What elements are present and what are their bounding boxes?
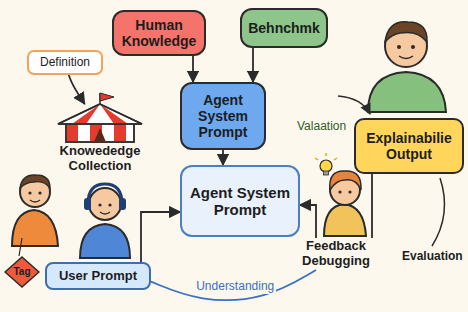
node-text: Agent System Prompt	[188, 184, 292, 219]
output-box: Explainabilie Output	[354, 118, 464, 174]
node-text: Behnchmk	[248, 20, 320, 36]
man-figure	[368, 22, 446, 112]
evaluation-label: Evaluation	[402, 250, 463, 264]
connector	[222, 150, 224, 165]
node-text: Tag	[13, 266, 30, 278]
node-text: Human Knowledge	[120, 17, 198, 49]
knowledge-box: Human Knowledge	[112, 10, 206, 56]
node-text: User Prompt	[59, 269, 137, 284]
benchmark-box: Behnchmk	[240, 8, 328, 48]
connector	[141, 212, 180, 262]
node-text: Explainabilie Output	[362, 130, 456, 162]
connector	[69, 75, 85, 104]
process-box: Agent System Prompt	[180, 82, 266, 150]
feedback-label: Feedback Debugging	[296, 238, 376, 270]
connector	[300, 205, 316, 238]
connector	[192, 56, 194, 82]
tent-node: Knowededge Collection	[52, 92, 148, 174]
edge-label: Understanding	[194, 280, 276, 294]
node-text: Feedback Debugging	[302, 239, 370, 269]
connector	[252, 48, 254, 82]
node-text: Definition	[40, 56, 90, 70]
connector	[151, 270, 316, 300]
prompt-box: User Prompt	[45, 262, 151, 290]
process-box: Agent System Prompt	[180, 165, 300, 237]
connector	[371, 174, 373, 238]
validation-label: Valaation	[297, 120, 346, 134]
node-text: Agent System Prompt	[188, 92, 258, 140]
headset-person-figure	[80, 184, 130, 258]
tag-diamond: Tag	[4, 256, 40, 288]
node-text: Knowededge Collection	[52, 144, 148, 174]
definition-box: Definition	[27, 50, 103, 75]
tag-person-figure	[12, 175, 58, 256]
